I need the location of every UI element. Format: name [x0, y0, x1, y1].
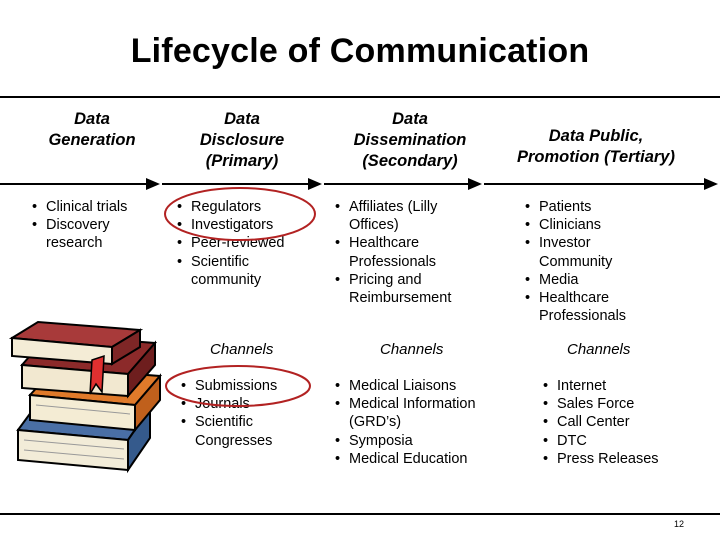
list-item: Medical Liaisons — [331, 377, 496, 395]
list-item: Healthcare Professionals — [521, 289, 661, 325]
list-item: Scientific community — [173, 253, 313, 289]
header-disclosure: Data Disclosure (Primary) — [199, 110, 285, 170]
list-item: Healthcare Professionals — [331, 234, 481, 270]
list-item: Affiliates (Lilly Offices) — [331, 198, 481, 234]
public-channels: Internet Sales Force Call Center DTC Pre… — [539, 377, 659, 468]
bottom-rule — [0, 513, 720, 515]
list-item: Medical Education — [331, 450, 496, 468]
slide-title: Lifecycle of Communication — [130, 32, 590, 70]
generation-list: Clinical trials Discovery research — [28, 198, 163, 253]
list-item: Pricing and Reimbursement — [331, 271, 481, 307]
header-dissemination: Data Dissemination (Secondary) — [353, 110, 467, 170]
list-item: Call Center — [539, 413, 659, 431]
list-item: Clinicians — [521, 216, 661, 234]
list-item: Investor Community — [521, 234, 661, 270]
list-item: Medical Information (GRD’s) — [331, 395, 496, 431]
header-generation: Data Generation — [48, 110, 136, 149]
channels-label-dissemination: Channels — [380, 341, 444, 358]
channels-label-disclosure: Channels — [210, 341, 274, 358]
list-item: Patients — [521, 198, 661, 216]
lifecycle-arrows — [0, 178, 718, 190]
list-item: Scientific Congresses — [177, 413, 317, 449]
list-item: Sales Force — [539, 395, 659, 413]
dissemination-list: Affiliates (Lilly Offices) Healthcare Pr… — [331, 198, 481, 307]
list-item: DTC — [539, 432, 659, 450]
channels-label-public: Channels — [567, 341, 631, 358]
top-rule — [0, 96, 720, 98]
public-list: Patients Clinicians Investor Community M… — [521, 198, 661, 325]
dissemination-channels: Medical Liaisons Medical Information (GR… — [331, 377, 496, 468]
list-item: Media — [521, 271, 661, 289]
list-item: Internet — [539, 377, 659, 395]
list-item: Symposia — [331, 432, 496, 450]
page-number: 12 — [674, 519, 685, 529]
header-public: Data Public, Promotion (Tertiary) — [517, 127, 675, 166]
list-item: Press Releases — [539, 450, 659, 468]
list-item: Clinical trials — [28, 198, 163, 216]
list-item: Discovery research — [28, 216, 163, 252]
